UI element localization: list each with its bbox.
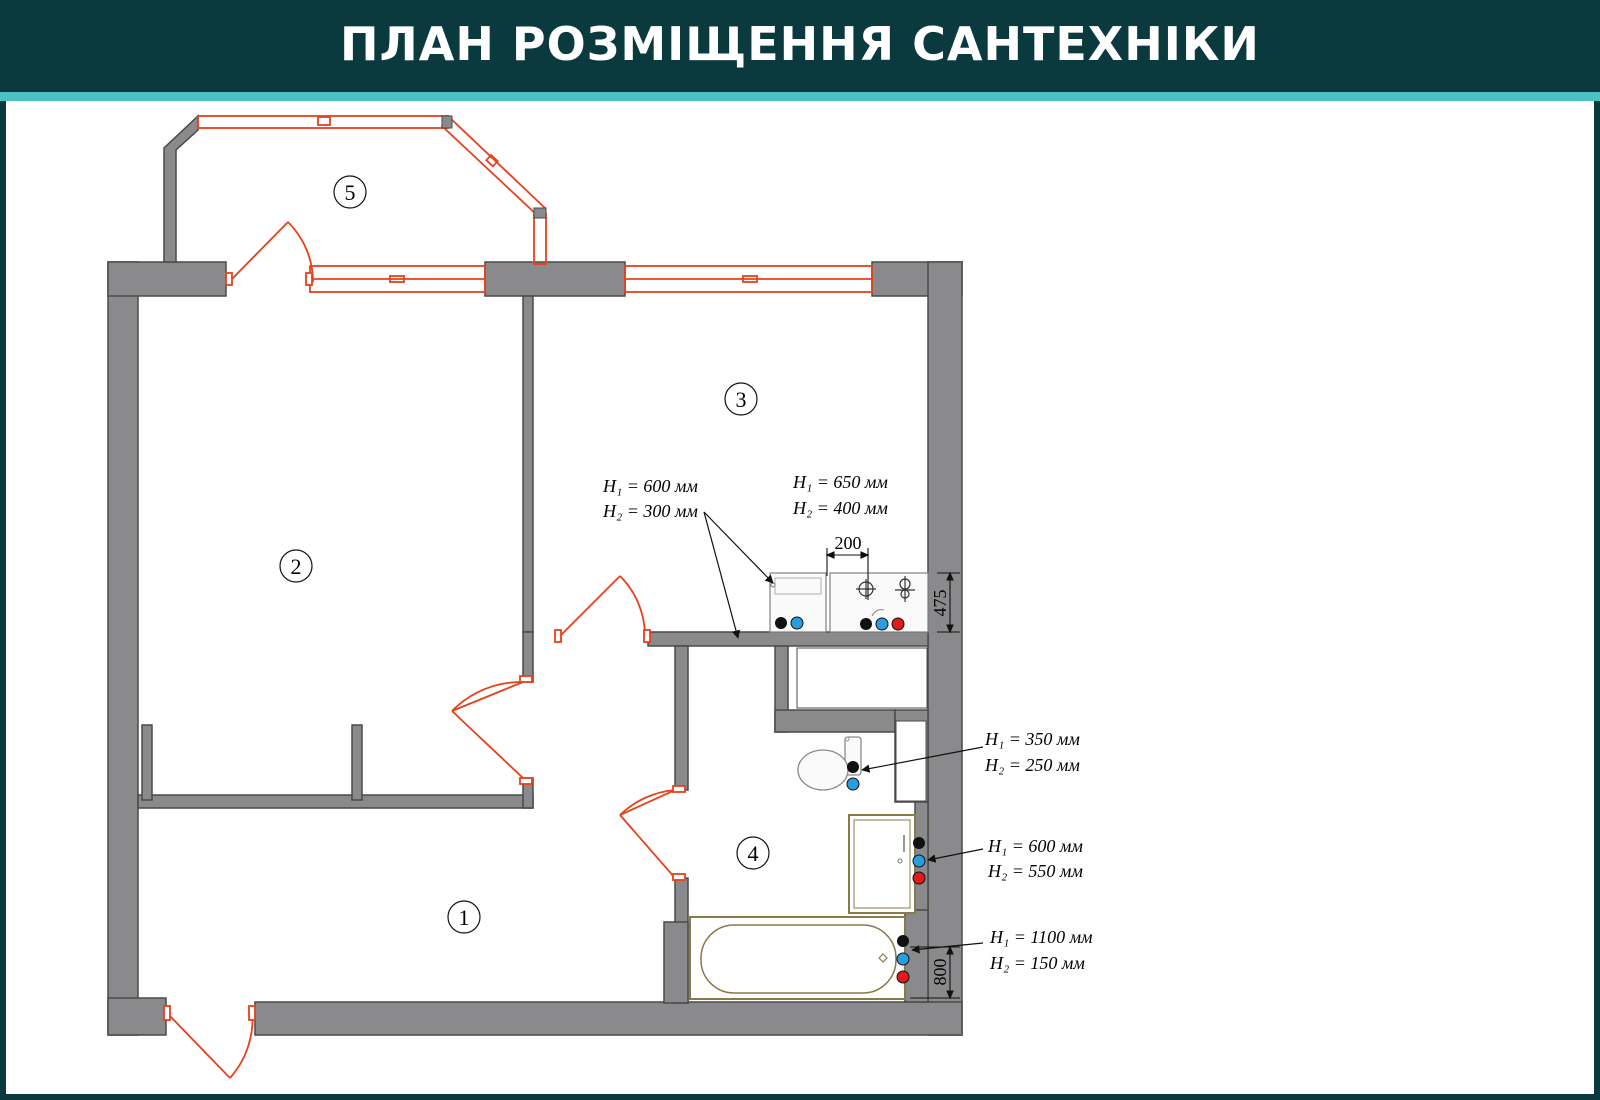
bathroom-wall-stub bbox=[663, 921, 689, 1004]
washbasin-cabinet bbox=[848, 814, 916, 914]
dimension-800: 800 bbox=[930, 959, 950, 986]
doors bbox=[163, 221, 686, 1079]
outer-wall-bottom bbox=[254, 1001, 963, 1036]
room-number-3: 3 bbox=[736, 387, 747, 412]
cold-water-point-icon bbox=[790, 616, 804, 630]
dimension-lines bbox=[825, 548, 960, 1000]
room2-door bbox=[451, 681, 524, 712]
outer-wall-top-middle bbox=[484, 261, 626, 297]
sewer-point-icon bbox=[860, 618, 872, 630]
hot-water-point-icon bbox=[891, 617, 905, 631]
sewer-point-icon bbox=[897, 935, 909, 947]
dimension-475: 475 bbox=[930, 590, 950, 617]
header-bar bbox=[0, 0, 1600, 92]
accent-divider bbox=[0, 92, 1600, 101]
annotation-washbasin-h1: H₁ = 600 мм bbox=[987, 836, 1083, 856]
bathtub bbox=[689, 916, 906, 1000]
kitchen-door bbox=[559, 575, 621, 637]
bathroom-wall-left-upper bbox=[674, 645, 689, 791]
room-labels: 1 2 3 4 5 bbox=[279, 175, 770, 934]
closet-wall-left bbox=[141, 724, 153, 801]
balcony-parapet bbox=[163, 114, 199, 263]
dimension-200: 200 bbox=[835, 533, 862, 553]
annotation-bathtub-h2: H₂ = 150 мм bbox=[989, 953, 1085, 973]
entrance-door bbox=[167, 1013, 231, 1079]
room-number-1: 1 bbox=[459, 905, 470, 930]
partition-room2-room3 bbox=[522, 295, 534, 633]
sewer-point-icon bbox=[913, 837, 925, 849]
balcony-window-right bbox=[533, 213, 547, 265]
annotation-toilet-h1: H₁ = 350 мм bbox=[984, 729, 1080, 749]
page-title: ПЛАН РОЗМІЩЕННЯ САНТЕХНІКИ bbox=[340, 17, 1260, 71]
annotation-kitchen-stove-h2: H₂ = 400 мм bbox=[792, 498, 888, 518]
annotation-washbasin-h2: H₂ = 550 мм bbox=[987, 861, 1083, 881]
annotation-kitchen-stove-h1: H₁ = 650 мм bbox=[792, 472, 888, 492]
cold-water-point-icon bbox=[896, 952, 910, 966]
shaft-cutout bbox=[796, 647, 928, 709]
partition-room1-room2 bbox=[137, 794, 534, 809]
cold-water-point-icon bbox=[846, 777, 860, 791]
hot-water-point-icon bbox=[912, 871, 926, 885]
height-annotations: H₁ = 600 мм H₂ = 300 мм H₁ = 650 мм H₂ =… bbox=[602, 472, 1093, 973]
annotation-bathtub-h1: H₁ = 1100 мм bbox=[989, 927, 1093, 947]
gas-valve-icon bbox=[856, 576, 915, 602]
room-number-5: 5 bbox=[345, 180, 356, 205]
outer-wall-left bbox=[107, 261, 139, 1036]
shaft-wall-bottom bbox=[774, 709, 896, 733]
outer-wall-top-left bbox=[107, 261, 227, 297]
cold-water-point-icon bbox=[912, 854, 926, 868]
partition-door-jamb bbox=[522, 631, 534, 683]
room-number-2: 2 bbox=[291, 554, 302, 579]
kitchen-fixtures bbox=[769, 572, 929, 633]
sewer-point-icon bbox=[847, 761, 859, 773]
annotation-kitchen-sink-h2: H₂ = 300 мм bbox=[602, 501, 698, 521]
leader-lines bbox=[703, 511, 984, 954]
annotation-kitchen-sink-h1: H₁ = 600 мм bbox=[602, 476, 698, 496]
balcony-door bbox=[228, 221, 289, 283]
room-number-4: 4 bbox=[748, 841, 759, 866]
outer-wall-bottom-left bbox=[107, 997, 167, 1036]
toilet-bowl bbox=[797, 749, 849, 791]
cold-water-point-icon bbox=[875, 617, 889, 631]
outer-wall-right bbox=[927, 261, 963, 1036]
wall-cutouts bbox=[796, 647, 928, 802]
bathroom-door bbox=[619, 789, 676, 816]
kitchen-wall-bottom bbox=[647, 631, 929, 647]
annotation-toilet-h2: H₂ = 250 мм bbox=[984, 755, 1080, 775]
closet-wall-right bbox=[351, 724, 363, 801]
windows bbox=[197, 114, 873, 293]
sewer-point-icon bbox=[775, 617, 787, 629]
hot-water-point-icon bbox=[896, 970, 910, 984]
bathroom-fixtures bbox=[689, 736, 926, 1000]
